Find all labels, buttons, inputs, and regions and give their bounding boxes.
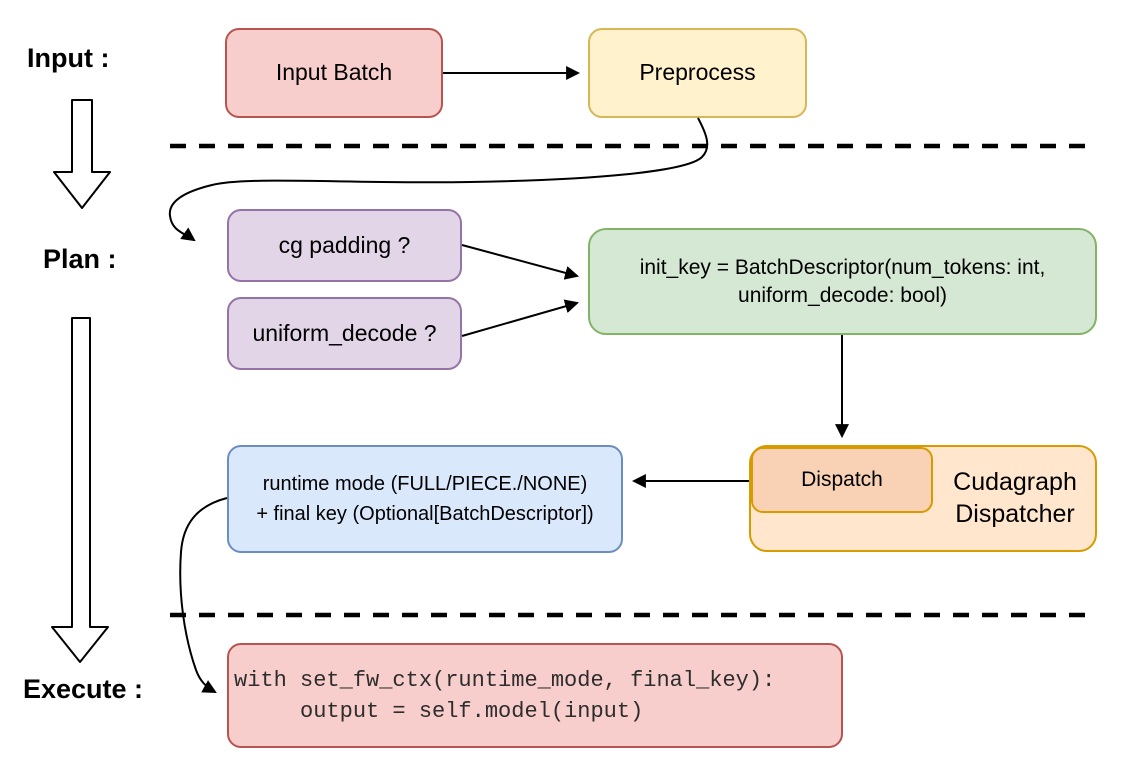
node-init-key-line1: init_key = BatchDescriptor(num_tokens: i…	[639, 256, 1046, 280]
cudagraph-label-line1: Cudagraph	[953, 468, 1077, 497]
execute-code-line2: output = self.model(input)	[234, 698, 644, 724]
node-preprocess-label: Preprocess	[639, 59, 756, 86]
arrow-runtime-mode-to-execute-code	[179, 497, 228, 694]
node-cg-padding-label: cg padding ?	[278, 231, 411, 258]
node-uniform-decode: uniform_decode ?	[227, 297, 462, 370]
hollow-arrow-input-to-plan	[53, 99, 111, 209]
node-init-key-line2: uniform_decode: bool)	[738, 283, 947, 307]
hollow-arrow-plan-to-execute	[51, 317, 109, 663]
node-uniform-decode-label: uniform_decode ?	[252, 319, 437, 346]
execute-code-line1: with set_fw_ctx(runtime_mode, final_key)…	[234, 667, 776, 693]
node-preprocess: Preprocess	[588, 28, 807, 118]
section-label-plan: Plan :	[43, 244, 117, 274]
node-dispatch: Dispatch	[751, 447, 933, 513]
arrow-cg-padding-to-init-key	[461, 244, 580, 280]
node-init-key: init_key = BatchDescriptor(num_tokens: i…	[588, 228, 1097, 335]
node-execute-code: with set_fw_ctx(runtime_mode, final_key)…	[227, 643, 843, 748]
cudagraph-label-line2: Dispatcher	[955, 499, 1075, 528]
section-label-execute: Execute :	[23, 674, 144, 704]
node-input-batch: Input Batch	[225, 28, 443, 118]
node-runtime-mode-line1: runtime mode (FULL/PIECE./NONE)	[262, 473, 588, 495]
node-cg-padding: cg padding ?	[227, 209, 462, 282]
section-label-input: Input :	[27, 43, 110, 73]
node-dispatch-label: Dispatch	[801, 468, 883, 492]
node-runtime-mode-line2: + final key (Optional[BatchDescriptor])	[256, 503, 594, 525]
arrow-uniform-decode-to-init-key	[461, 299, 580, 337]
node-runtime-mode: runtime mode (FULL/PIECE./NONE) + final …	[227, 445, 623, 553]
node-input-batch-label: Input Batch	[275, 59, 393, 86]
node-cudagraph-dispatcher-label: Cudagraph Dispatcher	[933, 445, 1097, 552]
